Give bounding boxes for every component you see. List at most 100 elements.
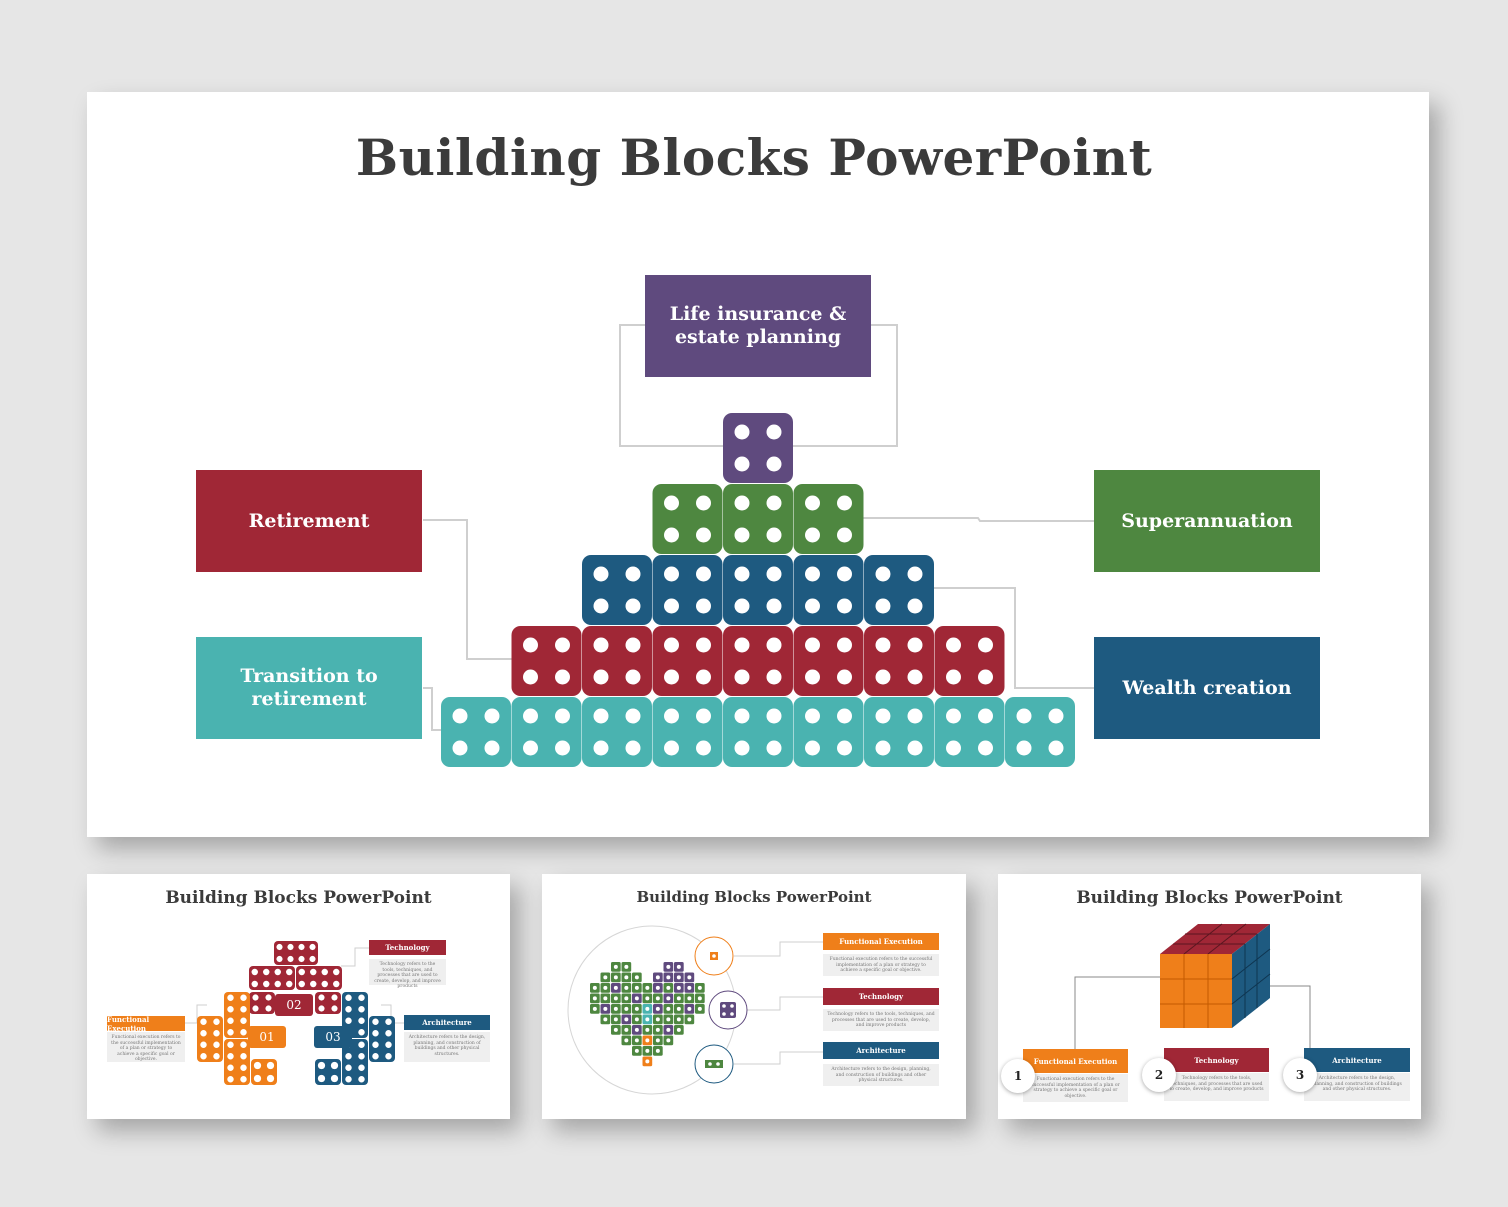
- wealth-creation-label[interactable]: Wealth creation: [1094, 637, 1320, 739]
- thumb2-heart-block: [674, 993, 684, 1004]
- thumb2-heart-block: [611, 962, 621, 972]
- thumb3-technology-desc: Technology refers to the tools, techniqu…: [1164, 1073, 1269, 1101]
- pyramid-die: [723, 697, 793, 767]
- superannuation-label[interactable]: Superannuation: [1094, 470, 1320, 572]
- thumb1-die: [224, 1039, 250, 1085]
- thumb2-heart-block: [621, 1014, 632, 1025]
- thumb2-heart-block: [684, 983, 695, 993]
- thumb3-architecture-desc: Architecture refers to the design, plann…: [1304, 1073, 1410, 1101]
- thumb2-heart-block: [621, 962, 632, 972]
- thumb1-number-text: 01: [259, 1030, 274, 1044]
- thumb2-heart-block: [663, 1014, 674, 1025]
- pyramid-die: [652, 555, 723, 625]
- pyramid-die: [582, 555, 652, 625]
- pyramid-die: [652, 484, 723, 554]
- pyramid-die: [652, 697, 723, 767]
- thumbnail-slide-2[interactable]: Building Blocks PowerPoint Functional Ex…: [542, 874, 966, 1119]
- thumb2-heart-block: [632, 1046, 642, 1056]
- thumb1-architecture-label: Architecture: [404, 1015, 490, 1030]
- retirement-label[interactable]: Retirement: [196, 470, 422, 572]
- pyramid-die: [511, 697, 582, 767]
- thumb2-heart-block: [590, 1004, 600, 1014]
- thumb1-number-badge: 01: [248, 1026, 286, 1048]
- thumb1-number-badge: 02: [275, 994, 313, 1016]
- thumb2-architecture-desc: Architecture refers to the design, plann…: [823, 1064, 939, 1086]
- thumb2-heart-block: [653, 993, 663, 1004]
- thumb2-heart-block: [674, 1014, 684, 1025]
- life-insurance-label-text: Life insurance & estate planning: [669, 303, 847, 348]
- thumb1-die: [251, 1059, 277, 1085]
- pyramid-die: [441, 697, 511, 767]
- thumb2-technology-desc: Technology refers to the tools, techniqu…: [823, 1009, 939, 1031]
- thumb1-technology-desc: Technology refers to the tools, techniqu…: [369, 959, 446, 989]
- thumb2-title: Building Blocks PowerPoint: [636, 888, 872, 906]
- wealth-creation-label-text: Wealth creation: [1122, 676, 1292, 699]
- pyramid-die: [582, 697, 652, 767]
- thumb2-technology-label: Technology: [823, 988, 939, 1005]
- connector-retirement: [423, 519, 513, 660]
- pyramid-die: [652, 626, 723, 696]
- thumb2-heart-block: [600, 972, 611, 983]
- thumb1-die: [296, 966, 342, 990]
- pyramid-die: [723, 413, 793, 483]
- thumb2-heart-block: [611, 972, 621, 983]
- thumb2-heart-block: [621, 1035, 632, 1046]
- thumb1-functional-desc: Functional execution refers to the succe…: [107, 1032, 185, 1062]
- thumb2-heart-block: [632, 993, 642, 1004]
- thumb2-heart-block: [611, 993, 621, 1004]
- connector-life-insurance: [619, 324, 724, 447]
- thumb2-heart-block: [684, 1004, 695, 1014]
- thumb2-heart-block: [653, 972, 663, 983]
- thumb1-functional-label: Functional Execution: [107, 1015, 185, 1033]
- thumb2-heart-block: [611, 1025, 621, 1035]
- thumb2-heart-block: [642, 1025, 653, 1035]
- thumb2-heart-block: [642, 1056, 653, 1067]
- transition-label[interactable]: Transition to retirement: [196, 637, 422, 739]
- pyramid-die: [723, 555, 793, 625]
- thumb2-heart-block: [653, 1014, 663, 1025]
- thumb1-number-text: 03: [325, 1030, 340, 1044]
- thumb2-heart-block: [674, 1004, 684, 1014]
- thumb2-heart-block: [642, 1004, 653, 1014]
- superannuation-label-text: Superannuation: [1121, 509, 1293, 532]
- thumb1-die: [369, 1016, 395, 1062]
- thumb2-heart-block: [642, 1014, 653, 1025]
- pyramid-die: [793, 626, 864, 696]
- pyramid-die: [582, 626, 652, 696]
- thumb2-functional-desc: Functional execution refers to the succe…: [823, 954, 939, 976]
- retirement-label-text: Retirement: [248, 509, 370, 532]
- thumb2-heart-block: [590, 983, 600, 993]
- thumb2-heart-block: [663, 1025, 674, 1035]
- thumb3-cube-top: [1160, 924, 1270, 954]
- thumb2-heart-block: [632, 1035, 642, 1046]
- thumb3-number-2: 2: [1142, 1058, 1176, 1092]
- pyramid-die: [793, 555, 864, 625]
- thumb2-heart-block: [621, 1025, 632, 1035]
- thumb1-die: [249, 992, 275, 1014]
- thumb2-heart-block: [653, 1046, 663, 1056]
- pyramid-die: [511, 626, 582, 696]
- life-insurance-label[interactable]: Life insurance & estate planning: [645, 275, 871, 377]
- thumb2-heart-block: [695, 993, 705, 1004]
- thumb2-heart-block: [590, 993, 600, 1004]
- thumb1-die: [342, 1039, 368, 1085]
- thumb3-number-1: 1: [1001, 1059, 1035, 1093]
- thumb2-heart-block: [674, 1025, 684, 1035]
- thumb1-title: Building Blocks PowerPoint: [165, 888, 432, 908]
- thumb2-heart-block: [600, 993, 611, 1004]
- thumb2-heart-block: [653, 1004, 663, 1014]
- thumbnail-slide-3[interactable]: Building Blocks PowerPoint Functional Ex…: [998, 874, 1421, 1119]
- pyramid-die: [864, 555, 934, 625]
- thumb2-heart-block: [663, 983, 674, 993]
- thumb2-heart-block: [653, 1035, 663, 1046]
- pyramid-die: [864, 697, 934, 767]
- thumb3-architecture-label: Architecture: [1304, 1048, 1410, 1072]
- thumb2-heart-block: [632, 1014, 642, 1025]
- thumb2-heart-block: [663, 962, 674, 972]
- thumb2-heart-block: [621, 983, 632, 993]
- thumb2-heart-block: [621, 972, 632, 983]
- thumb1-technology-label: Technology: [369, 940, 446, 955]
- thumb2-heart-block: [632, 972, 642, 983]
